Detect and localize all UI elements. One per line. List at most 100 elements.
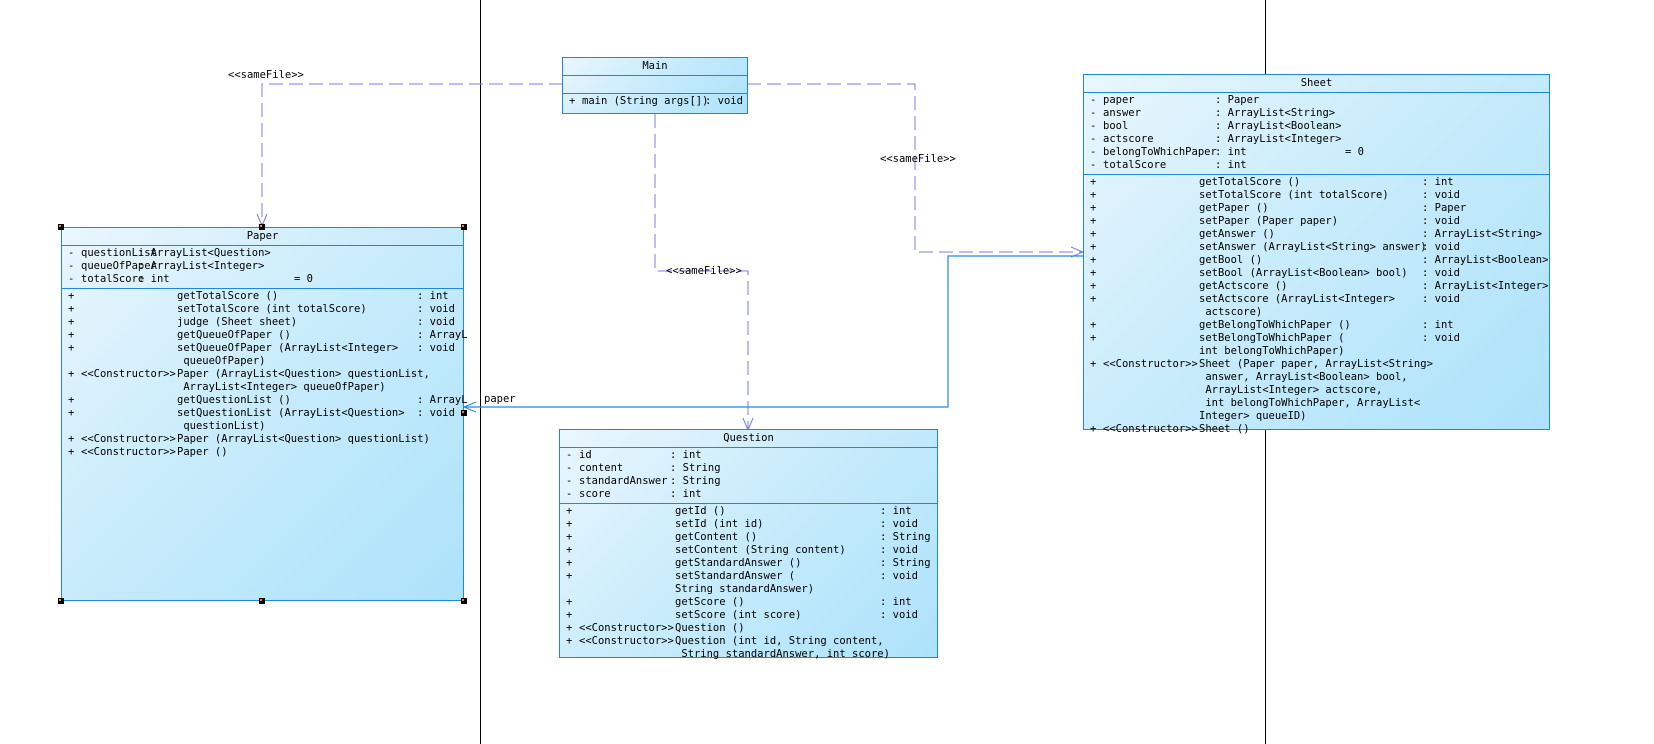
constructor-row[interactable]: +<<Constructor>>Paper (ArrayList<Questio… (62, 433, 463, 446)
samefile-label-paper: <<sameFile>> (228, 69, 304, 81)
attribute-row[interactable]: -content: String (560, 462, 937, 475)
dependency-main-question[interactable] (654, 114, 749, 430)
operation-row[interactable]: +getTotalScore (): int (62, 290, 463, 303)
operation-row[interactable]: +getAnswer (): ArrayList<String> (1084, 228, 1549, 241)
operation-return: : void (880, 570, 918, 582)
operation-row[interactable]: +getTotalScore (): int (1084, 176, 1549, 189)
constructor-row[interactable]: +<<Constructor>>Question () (560, 622, 937, 635)
attribute-type: : ArrayList<Integer> (138, 260, 265, 272)
operation-row[interactable]: +setContent (String content): void (560, 544, 937, 557)
constructor-row[interactable]: +<<Constructor>>Paper (ArrayList<Questio… (62, 368, 463, 394)
operation-signature: setActscore (ArrayList<Integer> actscore… (1199, 293, 1395, 318)
attribute-type: : ArrayList<Boolean> (1215, 120, 1342, 132)
operation-return: : int (880, 505, 912, 517)
attribute-row[interactable]: -queueOfPaper: ArrayList<Integer> (62, 260, 463, 273)
dependency-main-paper[interactable] (261, 83, 563, 226)
visibility: + (569, 95, 576, 107)
attribute-row[interactable]: -belongToWhichPaper: int= 0 (1084, 146, 1549, 159)
operation-row[interactable]: +setTotalScore (int totalScore): void (1084, 189, 1549, 202)
operation-row[interactable]: + main (String args[]) : void (563, 95, 747, 108)
operation-signature: getBool () (1199, 254, 1263, 266)
visibility: - (1090, 120, 1097, 132)
constructor-row[interactable]: +<<Constructor>>Sheet () (1084, 423, 1549, 436)
constructor-row[interactable]: +<<Constructor>>Question (int id, String… (560, 635, 937, 661)
operation-signature: judge (Sheet sheet) (177, 316, 298, 328)
attribute-type: : ArrayList<Question> (138, 247, 271, 259)
operation-return: : void (705, 95, 743, 107)
operation-row[interactable]: +setStandardAnswer ( String standardAnsw… (560, 570, 937, 596)
visibility: - (68, 273, 75, 285)
operation-row[interactable]: +getStandardAnswer (): String (560, 557, 937, 570)
operation-signature: getActscore () (1199, 280, 1288, 292)
operation-return: : String (880, 531, 931, 543)
class-sheet[interactable]: Sheet -paper: Paper-answer: ArrayList<St… (1083, 74, 1550, 435)
operation-signature: getQueueOfPaper () (177, 329, 291, 341)
resize-handle-top-right[interactable] (461, 224, 467, 230)
visibility: + (566, 622, 573, 634)
visibility: - (566, 462, 573, 474)
operation-row[interactable]: +getContent (): String (560, 531, 937, 544)
operation-row[interactable]: +setAnswer (ArrayList<String> answer): v… (1084, 241, 1549, 254)
stereotype: <<Constructor>> (1103, 358, 1198, 370)
constructor-row[interactable]: +<<Constructor>>Sheet (Paper paper, Arra… (1084, 358, 1549, 423)
operation-row[interactable]: +judge (Sheet sheet): void (62, 316, 463, 329)
attribute-name: questionList (81, 247, 157, 259)
operation-row[interactable]: +getActscore (): ArrayList<Integer> (1084, 280, 1549, 293)
operation-row[interactable]: +setBool (ArrayList<Boolean> bool): void (1084, 267, 1549, 280)
resize-handle-middle-right[interactable] (461, 410, 467, 416)
attribute-row[interactable]: -questionList: ArrayList<Question> (62, 247, 463, 260)
attribute-row[interactable]: -bool: ArrayList<Boolean> (1084, 120, 1549, 133)
operation-row[interactable]: +setBelongToWhichPaper ( int belongToWhi… (1084, 332, 1549, 358)
visibility: + (1090, 215, 1097, 227)
resize-handle-top-center[interactable] (259, 224, 265, 230)
attribute-type: : int (138, 273, 170, 285)
class-main[interactable]: Main + main (String args[]) : void (562, 57, 748, 114)
association-sheet-paper[interactable] (464, 255, 1083, 408)
visibility: + (1090, 267, 1097, 279)
attribute-row[interactable]: -paper: Paper (1084, 94, 1549, 107)
visibility: - (1090, 107, 1097, 119)
operation-row[interactable]: +getId (): int (560, 505, 937, 518)
operation-return: : ArrayList<Integer> (1422, 280, 1549, 292)
operation-row[interactable]: +getPaper (): Paper (1084, 202, 1549, 215)
operations-section: + main (String args[]) : void (563, 94, 747, 110)
resize-handle-bottom-left[interactable] (58, 598, 64, 604)
resize-handle-top-left[interactable] (58, 224, 64, 230)
resize-handle-bottom-center[interactable] (259, 598, 265, 604)
attribute-type: : int (670, 449, 702, 461)
attribute-row[interactable]: -standardAnswer: String (560, 475, 937, 488)
operation-signature: setQueueOfPaper (ArrayList<Integer> queu… (177, 342, 399, 367)
operation-row[interactable]: +setActscore (ArrayList<Integer> actscor… (1084, 293, 1549, 319)
operation-row[interactable]: +setQueueOfPaper (ArrayList<Integer> que… (62, 342, 463, 368)
attribute-row[interactable]: -totalScore: int (1084, 159, 1549, 172)
operation-signature: Question () (675, 622, 745, 634)
class-paper[interactable]: Paper -questionList: ArrayList<Question>… (61, 227, 468, 601)
operation-signature: getScore () (675, 596, 745, 608)
operation-return: : void (880, 544, 918, 556)
operation-row[interactable]: +getQuestionList (): ArrayL (62, 394, 468, 407)
operation-row[interactable]: +setQuestionList (ArrayList<Question> qu… (62, 407, 463, 433)
attribute-row[interactable]: -actscore: ArrayList<Integer> (1084, 133, 1549, 146)
dependency-main-sheet[interactable] (747, 83, 1083, 253)
operation-row[interactable]: +getQueueOfPaper (): ArrayL (62, 329, 468, 342)
operation-signature: getTotalScore () (177, 290, 279, 302)
operation-row[interactable]: +setTotalScore (int totalScore): void (62, 303, 463, 316)
attribute-row[interactable]: -id: int (560, 449, 937, 462)
attribute-type: : ArrayList<String> (1215, 107, 1336, 119)
operation-row[interactable]: +setId (int id): void (560, 518, 937, 531)
operation-row[interactable]: +getScore (): int (560, 596, 937, 609)
resize-handle-bottom-right[interactable] (461, 598, 467, 604)
class-question[interactable]: Question -id: int-content: String-standa… (559, 429, 938, 661)
operation-signature: getStandardAnswer () (675, 557, 802, 569)
attribute-name: id (579, 449, 592, 461)
constructor-row[interactable]: +<<Constructor>>Paper () (62, 446, 463, 459)
operation-return: : ArrayList<String> (1422, 228, 1543, 240)
operation-row[interactable]: +getBool (): ArrayList<Boolean> (1084, 254, 1549, 267)
operation-row[interactable]: +setScore (int score): void (560, 609, 937, 622)
attribute-row[interactable]: -answer: ArrayList<String> (1084, 107, 1549, 120)
attribute-row[interactable]: -totalScore: int= 0 (62, 273, 463, 286)
operation-row[interactable]: +setPaper (Paper paper): void (1084, 215, 1549, 228)
stereotype: <<Constructor>> (81, 368, 176, 380)
attribute-row[interactable]: -score: int (560, 488, 937, 501)
operation-row[interactable]: +getBelongToWhichPaper (): int (1084, 319, 1549, 332)
